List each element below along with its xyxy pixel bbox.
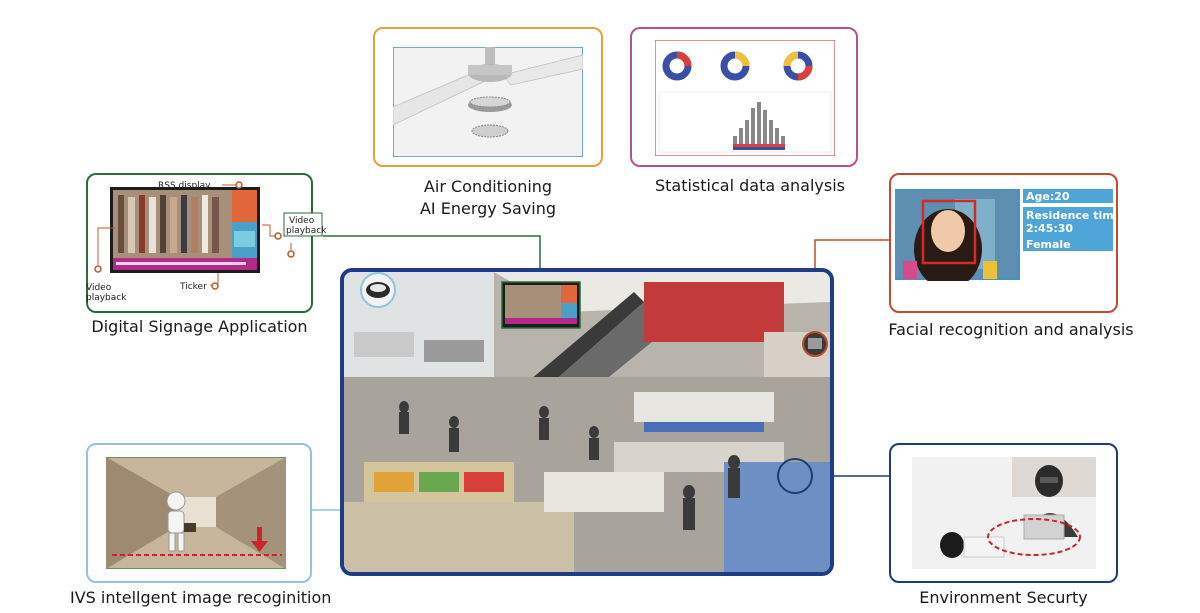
main-store-scene bbox=[340, 268, 834, 576]
residence-tag bbox=[1023, 207, 1113, 237]
bar-chart-icon bbox=[733, 102, 785, 150]
video-left-pointer-icon bbox=[94, 265, 102, 273]
down-arrow-icon bbox=[251, 527, 268, 552]
store-scene-illustration bbox=[344, 272, 830, 572]
ticker-label: Ticker bbox=[179, 282, 207, 292]
environment-illustration bbox=[912, 457, 1096, 569]
ivs-caption: IVS intellgent image recoginition bbox=[70, 588, 332, 607]
digital-signage-caption: Digital Signage Application bbox=[91, 317, 308, 336]
air-caption-line-2: AI Energy Saving bbox=[419, 199, 557, 218]
alert-zone bbox=[987, 518, 1081, 556]
video-right-pointer-icon bbox=[274, 232, 282, 240]
rss-label: RSS display bbox=[158, 181, 211, 191]
victim-figure-icon bbox=[940, 532, 1005, 558]
ticker-pointer-icon bbox=[211, 282, 219, 290]
signage-screen-icon bbox=[501, 281, 581, 329]
fan-illustration bbox=[393, 47, 583, 157]
clothes-rack bbox=[118, 195, 219, 253]
age-tag bbox=[1023, 189, 1113, 203]
environment-caption: Environment Securty bbox=[919, 588, 1088, 607]
residence-text-1: Residence time: bbox=[1026, 209, 1115, 222]
facial-caption: Facial recognition and analysis bbox=[888, 320, 1134, 339]
bullet-camera-icon bbox=[802, 331, 828, 357]
residence-text-2: 2:45:30 bbox=[1026, 222, 1073, 235]
age-text: Age:20 bbox=[1026, 190, 1070, 203]
ivs-illustration bbox=[106, 457, 286, 569]
face-detection-box bbox=[921, 199, 977, 265]
gender-text: Female bbox=[1026, 238, 1071, 251]
video-left-label-1: Video bbox=[86, 283, 112, 293]
face bbox=[931, 210, 965, 252]
environment-camera-marker bbox=[777, 458, 813, 494]
person-figure-icon bbox=[166, 491, 196, 552]
video-right-label-2: playback bbox=[286, 226, 326, 236]
signage-connector bbox=[323, 235, 541, 283]
air-conditioning-caption: Air Conditioning AI Energy Saving bbox=[373, 176, 603, 220]
video-left-label-2: playback bbox=[86, 293, 127, 303]
facial-illustration: Age:20 Residence time: 2:45:30 Female bbox=[895, 189, 1115, 281]
rss-pointer-icon bbox=[235, 181, 243, 189]
scene-overlays bbox=[360, 272, 828, 494]
statistics-caption: Statistical data analysis bbox=[654, 176, 846, 195]
air-caption-line-1: Air Conditioning bbox=[423, 177, 553, 196]
rss-display-area bbox=[232, 190, 257, 222]
donut-chart-icons bbox=[662, 51, 813, 81]
video-right-label-1: Video bbox=[289, 216, 315, 226]
gender-tag bbox=[1023, 237, 1113, 251]
statistics-illustration bbox=[655, 40, 835, 156]
signage-illustration: RSS display Video playback Video playbac… bbox=[86, 181, 326, 303]
dome-camera-icon bbox=[360, 272, 396, 308]
